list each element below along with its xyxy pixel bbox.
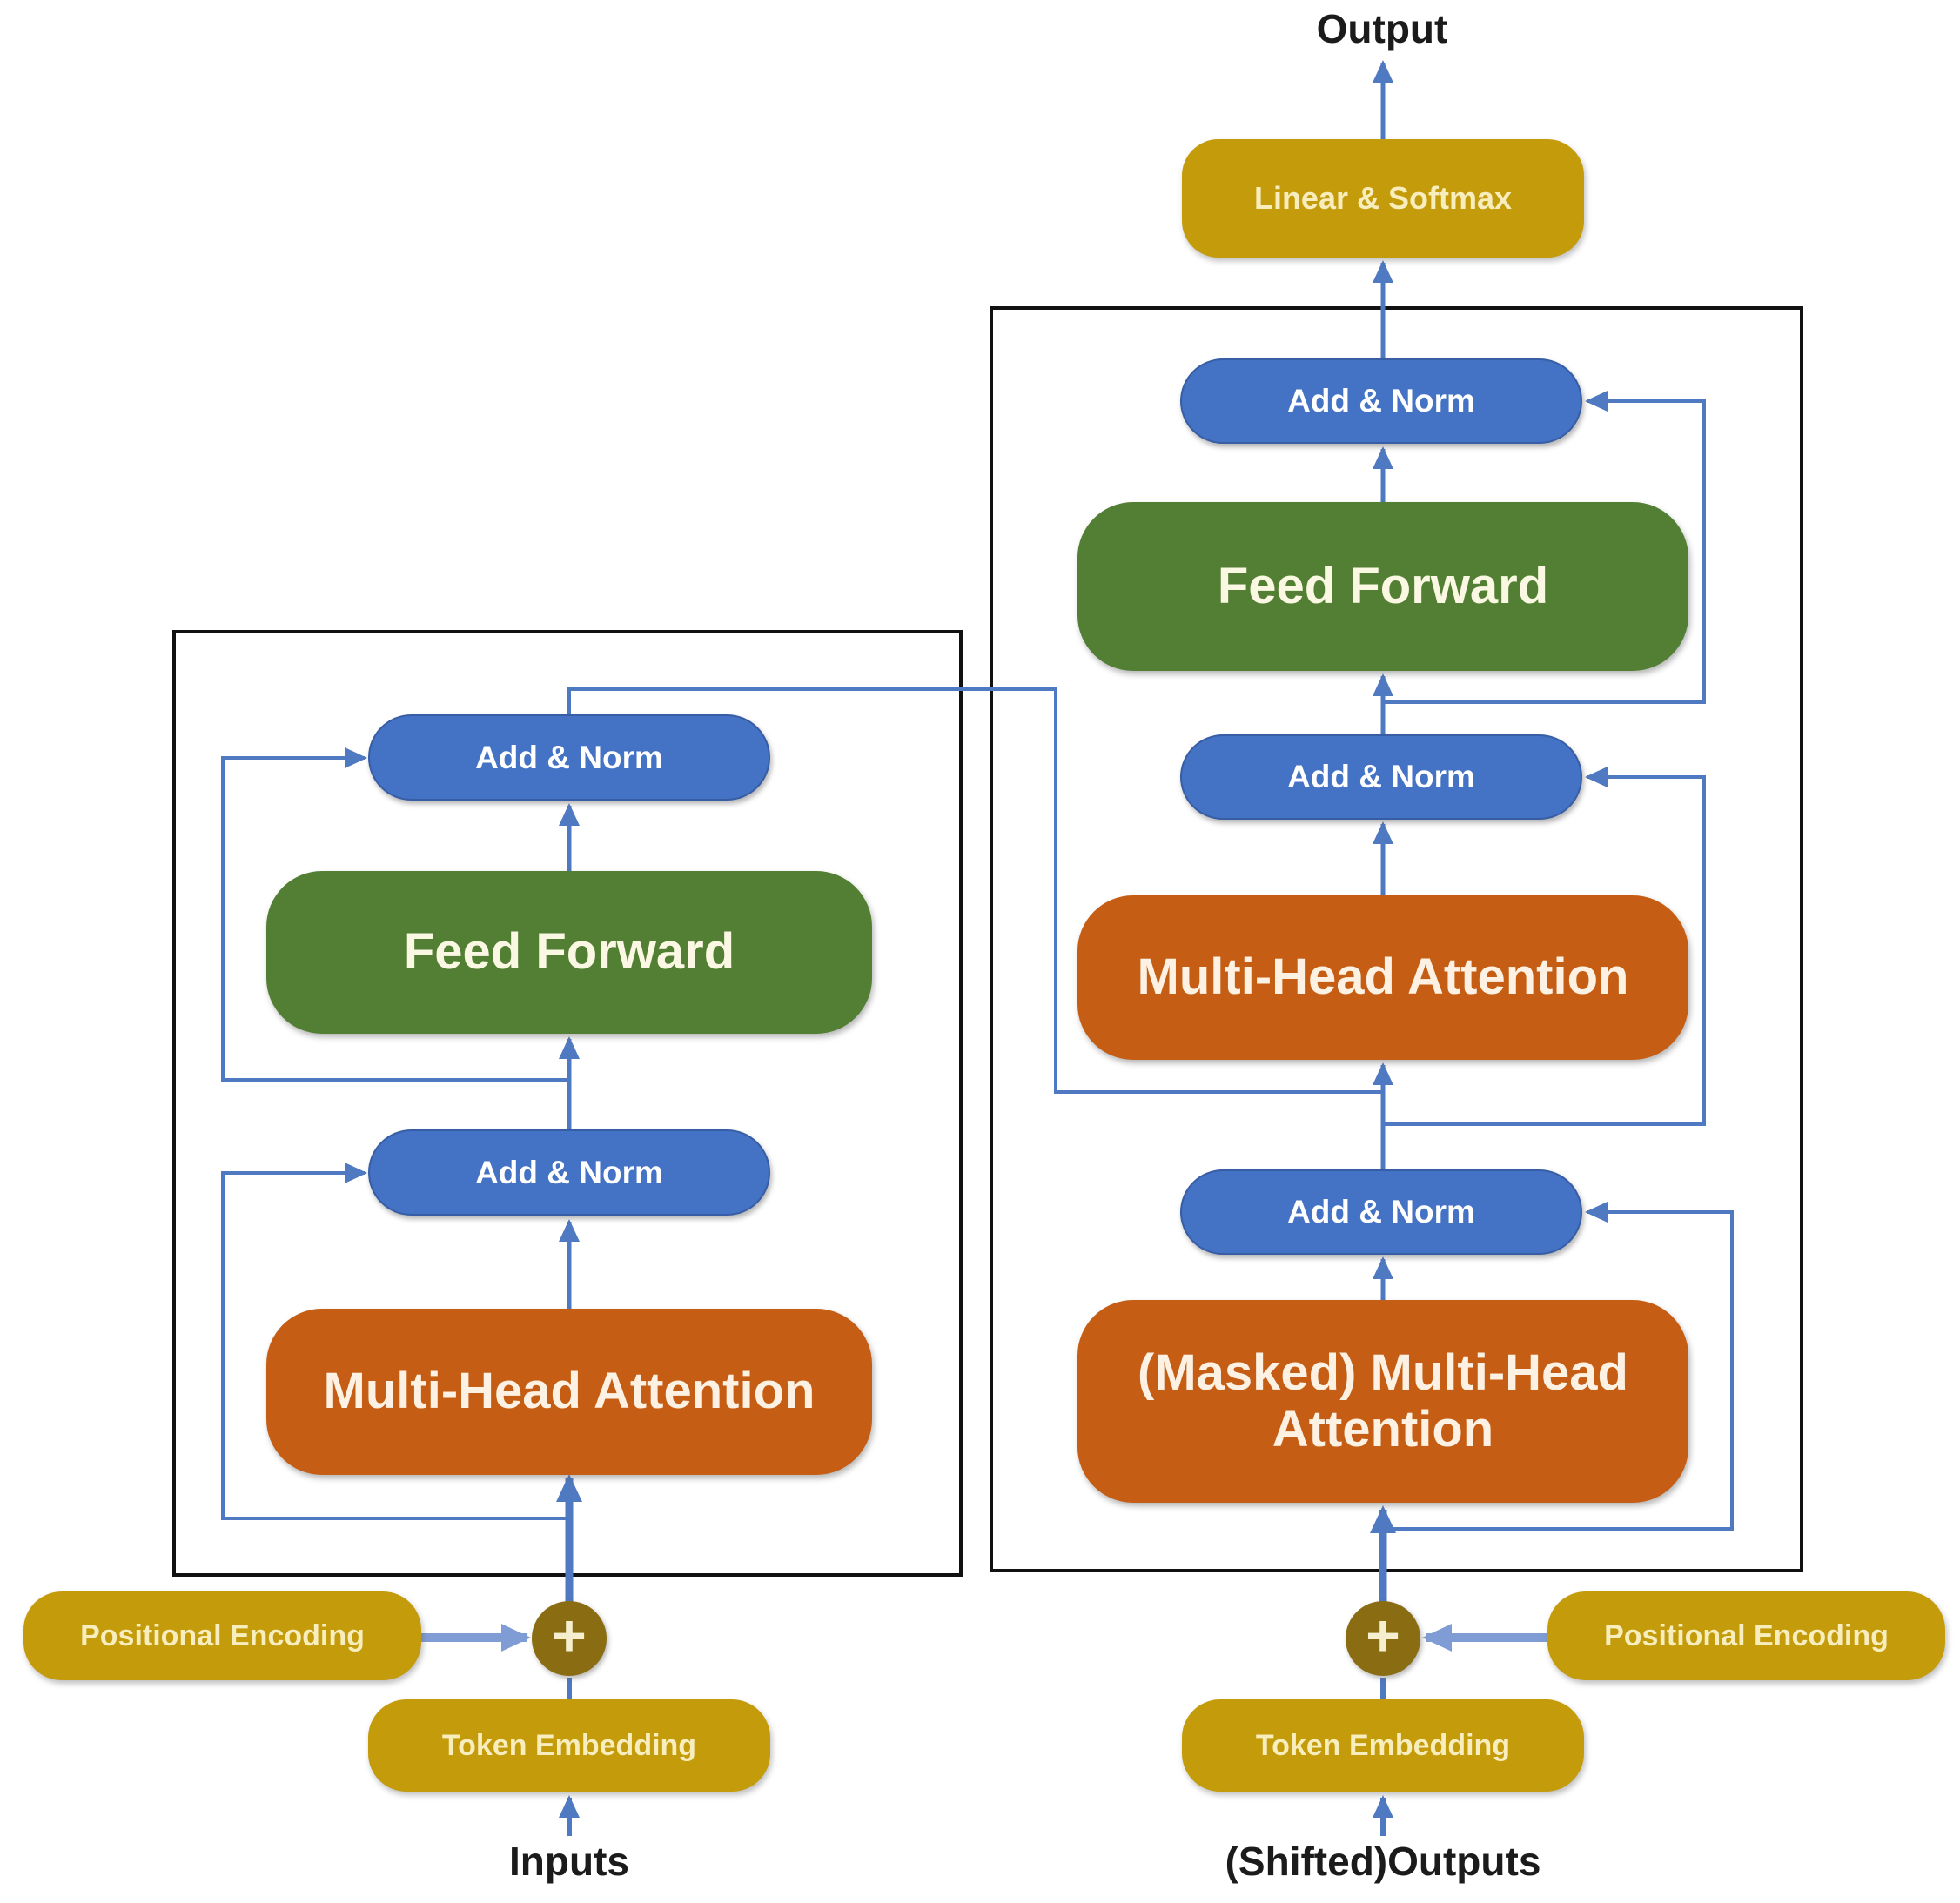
encoder-mha-residual-line	[221, 1163, 569, 1520]
decoder-masked-multi-head-attention: (Masked) Multi-Head Attention	[1077, 1300, 1688, 1503]
plus-icon-right: +	[1346, 1601, 1420, 1676]
encoder-add-norm-top: Add & Norm	[368, 714, 770, 801]
positional-encoding-left: Positional Encoding	[23, 1591, 421, 1680]
decoder-add-norm-middle: Add & Norm	[1180, 734, 1582, 820]
linear-softmax-box: Linear & Softmax	[1182, 139, 1584, 258]
decoder-multi-head-attention: Multi-Head Attention	[1077, 895, 1688, 1060]
encoder-multi-head-attention: Multi-Head Attention	[266, 1309, 872, 1475]
decoder-ff-residual-line	[1383, 391, 1706, 704]
decoder-maskedmha-residual-line	[1383, 1202, 1734, 1531]
encoder-to-decoder-cross-line	[567, 687, 1381, 1094]
decoder-add-norm-top: Add & Norm	[1180, 358, 1582, 444]
decoder-add-norm-bottom: Add & Norm	[1180, 1169, 1582, 1255]
decoder-mha-residual-line	[1383, 767, 1706, 1126]
plus-icon-left: +	[532, 1601, 607, 1676]
decoder-feed-forward: Feed Forward	[1077, 502, 1688, 671]
encoder-ff-residual-line	[221, 747, 569, 1082]
output-label: Output	[1316, 6, 1448, 51]
decoder-block-border	[990, 306, 1803, 1572]
positional-encoding-right: Positional Encoding	[1547, 1591, 1945, 1680]
inputs-label: Inputs	[509, 1839, 629, 1884]
token-embedding-right: Token Embedding	[1182, 1699, 1584, 1792]
encoder-add-norm-bottom: Add & Norm	[368, 1129, 770, 1216]
shifted-outputs-label: (Shifted)Outputs	[1225, 1839, 1541, 1884]
token-embedding-left: Token Embedding	[368, 1699, 770, 1792]
encoder-feed-forward: Feed Forward	[266, 871, 872, 1034]
